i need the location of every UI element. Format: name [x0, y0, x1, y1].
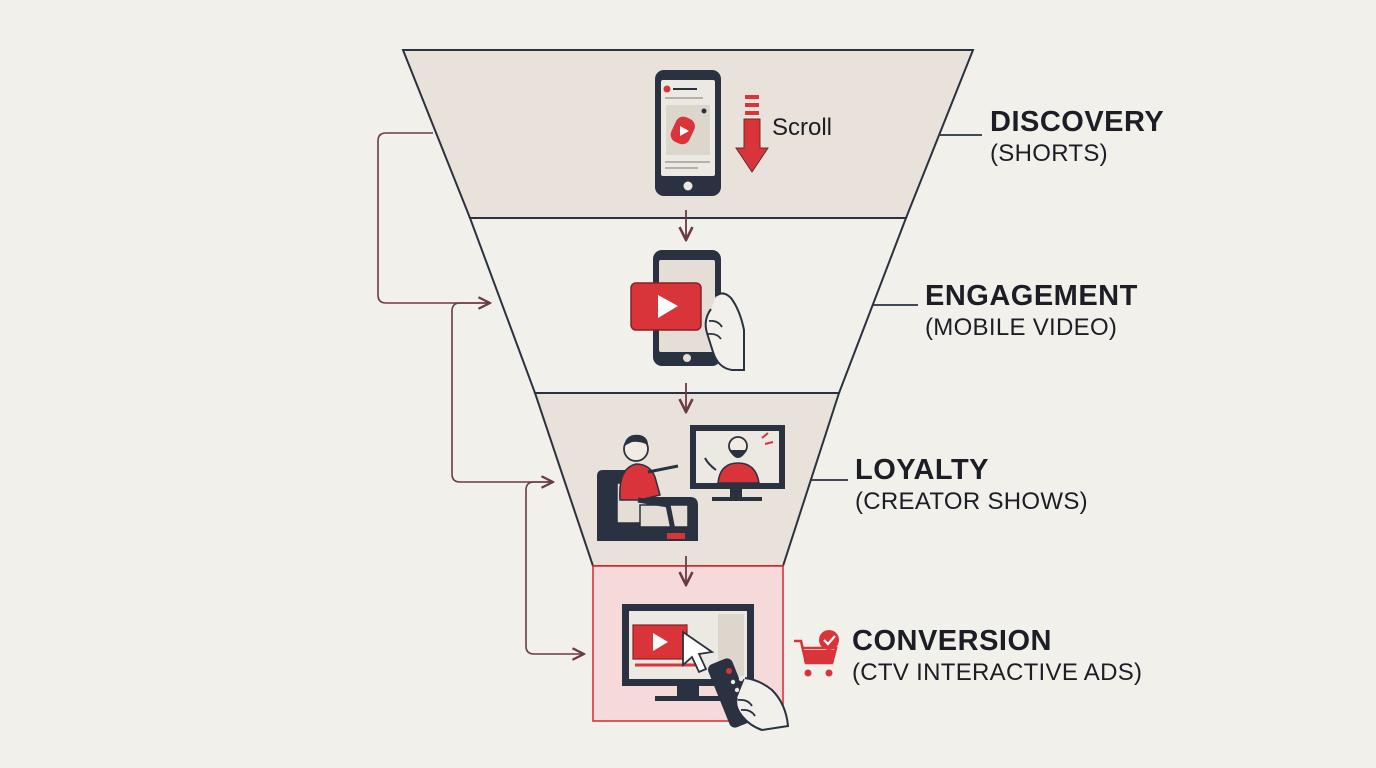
- shorts-phone-icon: [655, 70, 721, 196]
- stage-title-engagement: ENGAGEMENT: [925, 280, 1138, 312]
- hand-icon: [704, 292, 745, 371]
- cursor-icon: [682, 630, 715, 674]
- stage-title-conversion: CONVERSION: [852, 625, 1052, 657]
- viewer-on-sofa-icon: [597, 434, 698, 541]
- remote-hand-icon: [735, 677, 790, 732]
- stage-subtitle-loyalty: (CREATOR SHOWS): [855, 488, 1088, 515]
- stage-title-loyalty: LOYALTY: [855, 454, 990, 486]
- stage-subtitle-discovery: (SHORTS): [990, 140, 1108, 167]
- scroll-down-arrow-icon: [735, 95, 769, 173]
- loop-arrow-loyalty-to-conversion: [525, 481, 584, 654]
- stage-label-discovery: DISCOVERY (SHORTS): [990, 105, 1164, 169]
- stage-subtitle-engagement: (MOBILE VIDEO): [925, 314, 1118, 341]
- creator-show-tv-icon: [690, 425, 785, 501]
- tv-remote-icon: [708, 658, 790, 732]
- stage-label-engagement: ENGAGEMENT (MOBILE VIDEO): [925, 279, 1138, 343]
- stage-label-loyalty: LOYALTY (CREATOR SHOWS): [855, 453, 1088, 517]
- mobile-video-phone-icon: [630, 250, 745, 371]
- stage-title-discovery: DISCOVERY: [990, 106, 1165, 138]
- stage-label-conversion: CONVERSION (CTV INTERACTIVE ADS): [852, 624, 1142, 688]
- loop-arrow-engagement-to-loyalty: [451, 302, 553, 482]
- shopping-cart-icon: [794, 630, 839, 677]
- loop-arrow-discovery-to-engagement: [377, 132, 490, 303]
- stage-subtitle-conversion: (CTV INTERACTIVE ADS): [852, 659, 1143, 686]
- scroll-label: Scroll: [772, 114, 833, 141]
